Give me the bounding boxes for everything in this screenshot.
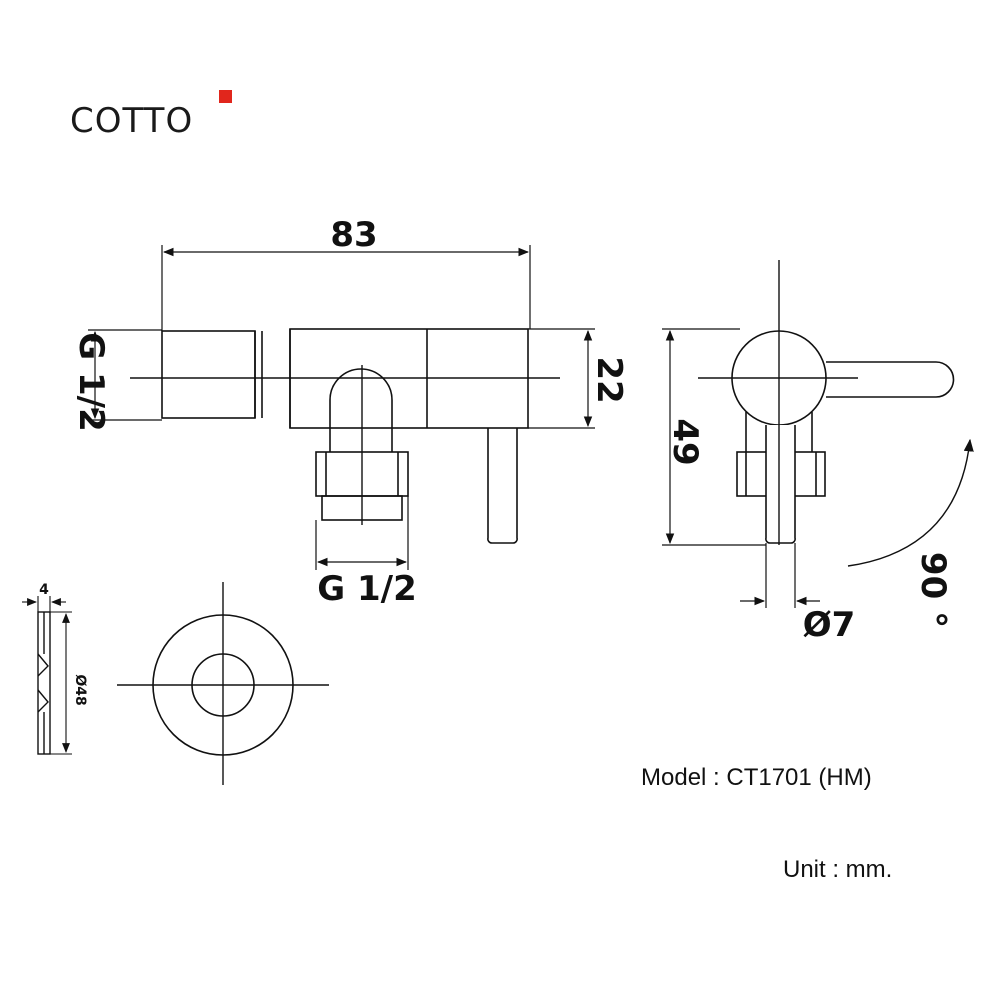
model-label: Model : CT1701 (HM)	[641, 764, 872, 791]
outlet-thread-dimension: G 1/2	[317, 569, 416, 609]
side-view	[662, 260, 974, 608]
cotto-logo: COTTO	[70, 90, 232, 141]
flange-thickness-dimension: 4	[39, 582, 49, 598]
side-pin	[765, 425, 796, 544]
body-height-dimension: 22	[589, 356, 629, 403]
length-dimension: 83	[330, 215, 377, 255]
flange-side-view	[22, 596, 72, 755]
inlet-nipple	[161, 330, 256, 419]
rotation-dimension: 90 °	[913, 552, 953, 628]
rotation-arrow	[847, 438, 974, 567]
front-view	[88, 245, 595, 570]
handle-pin	[487, 428, 518, 544]
brand-red-square	[219, 90, 232, 103]
lever	[826, 361, 955, 398]
flange-front-view	[117, 582, 329, 785]
outlet-dome	[329, 368, 393, 428]
flange-diameter-dimension: Ø48	[72, 674, 88, 705]
handle-diameter-dimension: Ø7	[803, 605, 856, 645]
side-height-dimension: 49	[665, 418, 705, 465]
inlet-thread-dimension: G 1/2	[71, 332, 111, 431]
unit-label: Unit : mm.	[783, 856, 892, 883]
brand-name: COTTO	[70, 101, 193, 141]
